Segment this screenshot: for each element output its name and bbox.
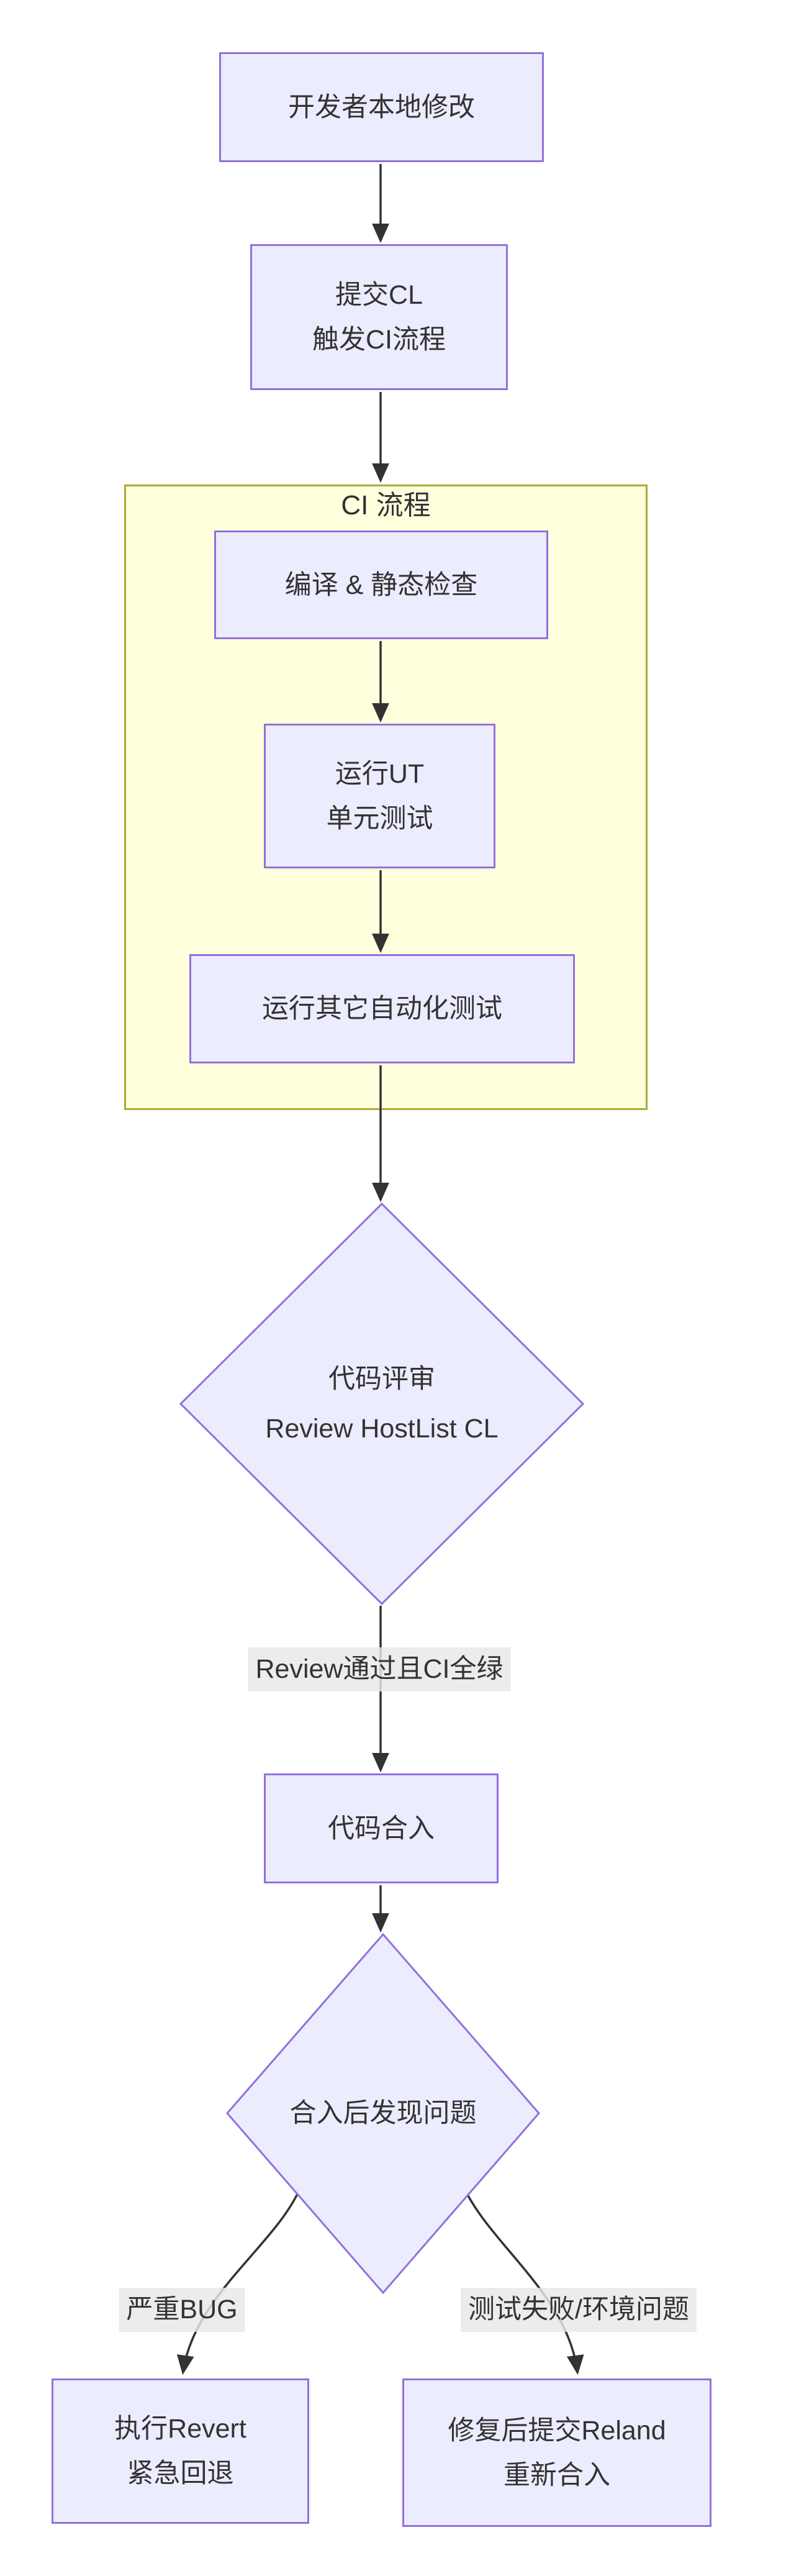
- node-run-ut: 运行UT 单元测试: [264, 724, 495, 868]
- node-label: 运行其它自动化测试: [262, 994, 502, 1024]
- node-dev-local-edit: 开发者本地修改: [219, 52, 544, 162]
- edge-issue-to-reland: [466, 2194, 584, 2375]
- diamond-label-line: 合入后发现问题: [289, 2098, 477, 2128]
- diamond-post-merge-issue: [226, 1932, 540, 2295]
- node-label-line2: 单元测试: [326, 803, 433, 834]
- node-label-line2: 触发CI流程: [312, 324, 446, 355]
- node-label-line1: 执行Revert: [114, 2414, 246, 2444]
- node-submit-cl: 提交CL 触发CI流程: [250, 244, 508, 390]
- cluster-title: CI 流程: [341, 490, 431, 521]
- node-label-line2: 重新合入: [504, 2460, 610, 2490]
- node-run-other-automated-tests: 运行其它自动化测试: [189, 954, 575, 1063]
- edge-label-test-env-issue: 测试失败/环境问题: [461, 2288, 697, 2332]
- node-code-merge: 代码合入: [264, 1773, 499, 1883]
- node-execute-revert: 执行Revert 紧急回退: [52, 2378, 309, 2524]
- node-label: 开发者本地修改: [288, 92, 475, 122]
- diamond-label-line1: 代码评审: [328, 1364, 435, 1394]
- node-label-line1: 修复后提交Reland: [448, 2415, 666, 2446]
- diamond-code-review: [179, 1202, 585, 1606]
- label-post-merge-issue: 合入后发现问题: [290, 2088, 477, 2138]
- edge-label-severe-bug: 严重BUG: [119, 2288, 245, 2332]
- edge-label-review-pass: Review通过且CI全绿: [248, 1647, 511, 1691]
- node-reland: 修复后提交Reland 重新合入: [402, 2378, 711, 2527]
- node-label: 编译 & 静态检查: [284, 570, 478, 600]
- node-label-line1: 运行UT: [335, 758, 425, 789]
- node-compile-static-check: 编译 & 静态检查: [214, 530, 548, 639]
- node-label-line1: 提交CL: [335, 280, 423, 310]
- edge-issue-to-revert: [176, 2193, 299, 2375]
- diamond-label-line2: Review HostList CL: [265, 1414, 499, 1444]
- node-label-line2: 紧急回退: [127, 2459, 234, 2488]
- node-label: 代码合入: [328, 1813, 435, 1844]
- label-code-review: 代码评审 Review HostList CL: [265, 1354, 498, 1454]
